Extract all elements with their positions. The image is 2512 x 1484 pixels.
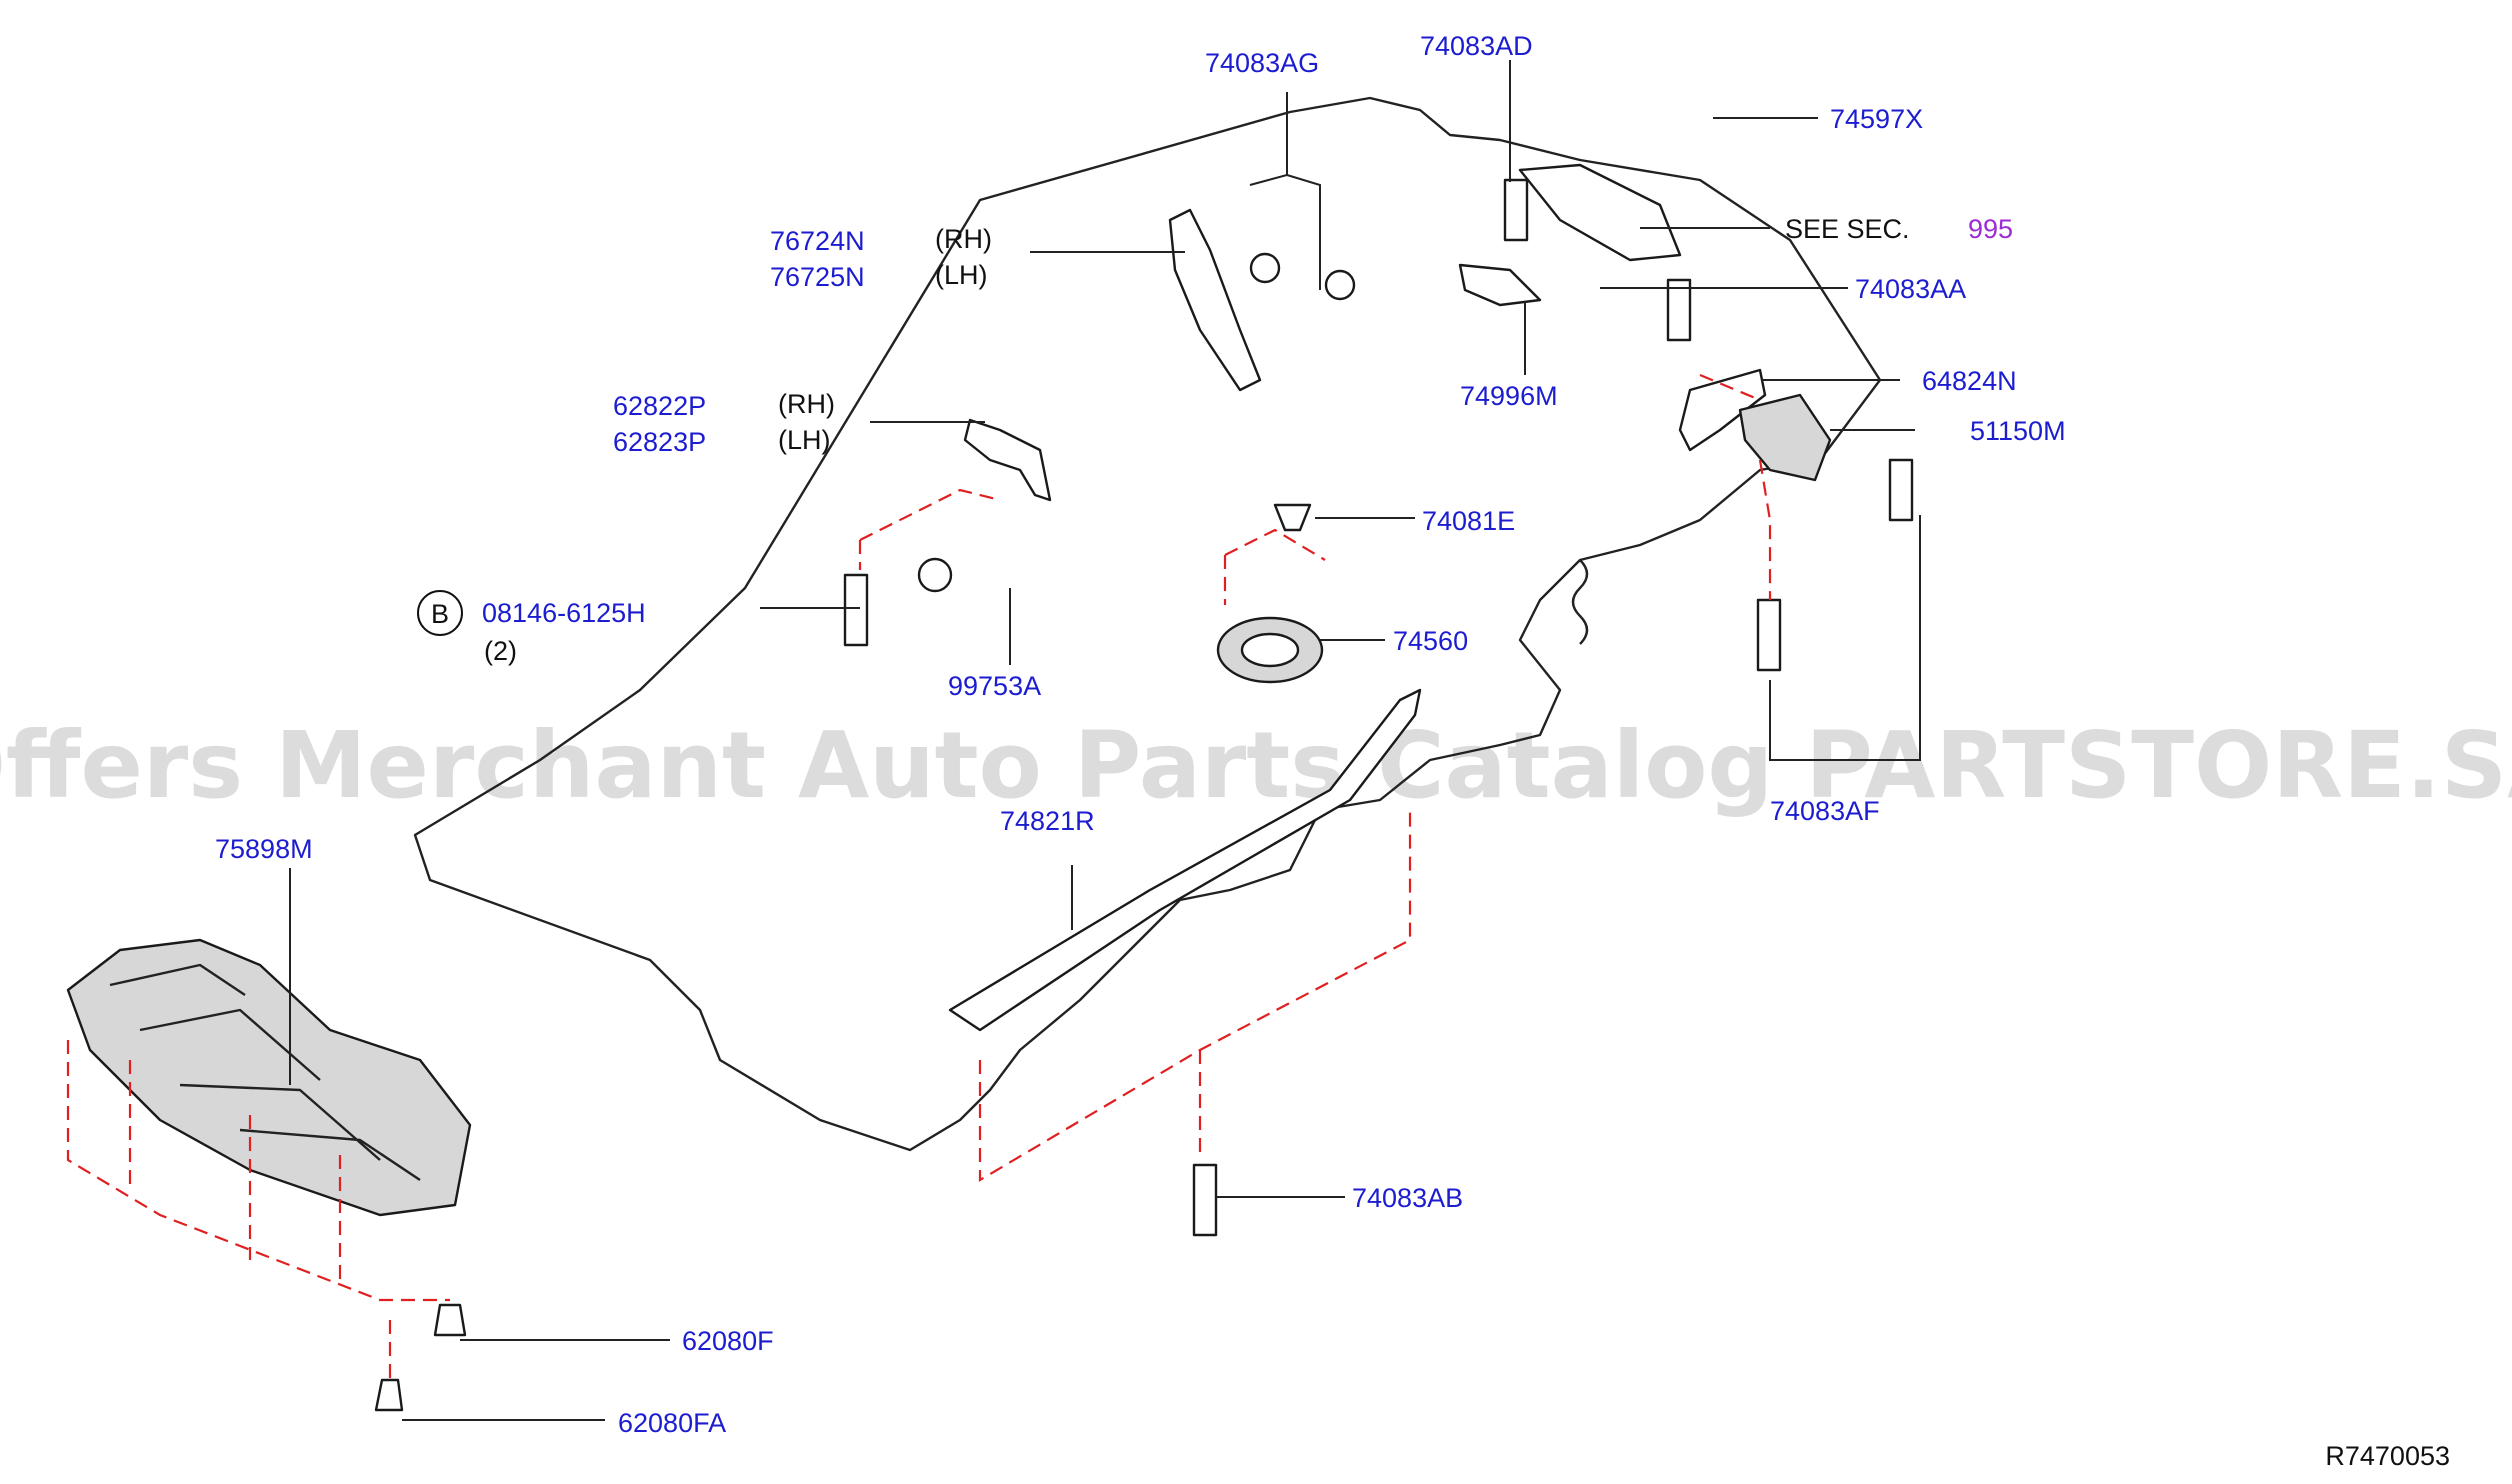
part-number-74083AG[interactable]: 74083AG xyxy=(1205,48,1319,78)
bracket-76724N xyxy=(1168,208,1262,392)
grommet-74560-inner xyxy=(1240,632,1300,668)
callout-b-circle xyxy=(417,590,463,636)
part-number-76724N[interactable]: 76724N xyxy=(770,226,865,256)
part-number-74083AD[interactable]: 74083AD xyxy=(1420,31,1533,61)
watermark: Offers Merchant Auto Parts Catalog PARTS… xyxy=(0,712,2512,819)
part-number-74081E[interactable]: 74081E xyxy=(1422,506,1515,536)
jack-bracket-74996M xyxy=(1458,263,1542,307)
phantom-lines xyxy=(66,373,1772,1380)
side-rh-label-62822P: (RH) xyxy=(778,389,835,419)
part-number-74996M[interactable]: 74996M xyxy=(1460,381,1558,411)
floor-panel-wave xyxy=(1571,559,1589,645)
bracket-51150M xyxy=(1738,393,1832,482)
part-number-62822P[interactable]: 62822P xyxy=(613,391,706,421)
under-cover-detail xyxy=(109,963,421,1181)
floor-panel-outline xyxy=(413,96,1882,1152)
fasteners xyxy=(374,178,1914,1412)
part-number-62080FA[interactable]: 62080FA xyxy=(618,1408,726,1438)
diagram-code: R7470053 xyxy=(2325,1441,2450,1471)
part-number-62080F[interactable]: 62080F xyxy=(682,1326,774,1356)
part-number-74083AB[interactable]: 74083AB xyxy=(1352,1183,1463,1213)
part-number-76725N[interactable]: 76725N xyxy=(770,262,865,292)
see-section-label: SEE SEC. xyxy=(1785,214,1910,244)
side-lh-label-76725N: (LH) xyxy=(935,260,988,290)
side-rh-label-76724N: (RH) xyxy=(935,224,992,254)
part-number-51150M[interactable]: 51150M xyxy=(1970,416,2066,446)
leader-lines xyxy=(289,60,1921,1421)
part-number-74083AF[interactable]: 74083AF xyxy=(1770,796,1880,826)
part-number-62823P[interactable]: 62823P xyxy=(613,427,706,457)
section-link-995[interactable]: 995 xyxy=(1968,214,2013,244)
hook-64824N xyxy=(1678,368,1767,452)
part-number-74083AA[interactable]: 74083AA xyxy=(1855,274,1966,304)
callout-b-marker: B xyxy=(431,599,449,629)
part-number-64824N[interactable]: 64824N xyxy=(1922,366,2017,396)
callout-b-quantity: (2) xyxy=(484,636,517,666)
part-number-74597X[interactable]: 74597X xyxy=(1830,104,1923,134)
part-number-74560[interactable]: 74560 xyxy=(1393,626,1468,656)
floor-side-member xyxy=(948,688,1422,1032)
bracket-62822P xyxy=(963,418,1052,502)
part-number-75898M[interactable]: 75898M xyxy=(215,834,313,864)
part-number-74821R[interactable]: 74821R xyxy=(1000,806,1095,836)
jack-assembly xyxy=(1518,163,1682,262)
side-lh-label-62823P: (LH) xyxy=(778,425,831,455)
part-number-99753A[interactable]: 99753A xyxy=(948,671,1041,701)
part-number-08146-6125H[interactable]: 08146-6125H xyxy=(482,598,646,628)
